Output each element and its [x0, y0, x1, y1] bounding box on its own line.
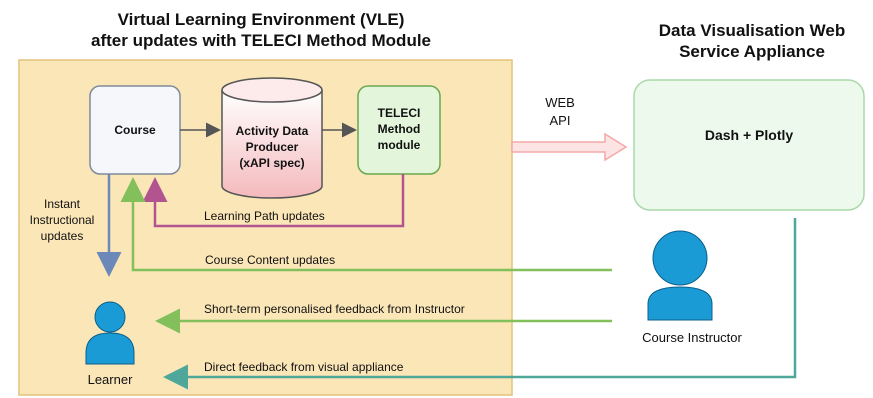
dash-plotly-label: Dash + Plotly: [705, 127, 794, 143]
producer-label-line3: (xAPI spec): [239, 156, 304, 170]
course-instructor-icon: [647, 230, 713, 321]
learning-path-label: Learning Path updates: [204, 209, 325, 223]
web-api-label-line1: WEB: [545, 95, 575, 110]
direct-feedback-arrow: [163, 218, 797, 390]
instructor-label: Course Instructor: [642, 330, 742, 345]
direct-feedback-label: Direct feedback from visual appliance: [204, 360, 404, 374]
teleci-box: [357, 85, 441, 175]
teleci-label-line2: Method: [378, 122, 421, 136]
teleci-label-line1: TELECI: [378, 106, 421, 120]
learning-path-arrow: [142, 174, 405, 228]
web-api-label-line2: API: [550, 113, 571, 128]
course-content-arrow: [120, 177, 612, 272]
short-term-label: Short-term personalised feedback from In…: [204, 302, 465, 316]
instant-label-line2: Instructional: [30, 213, 95, 227]
producer-label-line2: Producer: [246, 140, 299, 154]
dva-title-line2: Service Appliance: [679, 42, 825, 61]
instant-label-line3: updates: [41, 229, 84, 243]
course-label: Course: [114, 123, 156, 137]
web-api-arrow: [511, 132, 628, 162]
vle-title-line1: Virtual Learning Environment (VLE): [118, 10, 405, 29]
producer-label-line1: Activity Data: [236, 124, 309, 138]
activity-data-producer-cylinder: [221, 77, 323, 199]
course-content-label: Course Content updates: [205, 253, 335, 267]
instant-label-line1: Instant: [44, 197, 81, 211]
teleci-label-line3: module: [378, 138, 421, 152]
learner-icon: [85, 301, 135, 365]
dash-plotly-box: [633, 79, 865, 211]
learner-label: Learner: [88, 372, 133, 387]
vle-title-line2: after updates with TELECI Method Module: [91, 31, 431, 50]
dva-title-line1: Data Visualisation Web: [659, 21, 845, 40]
